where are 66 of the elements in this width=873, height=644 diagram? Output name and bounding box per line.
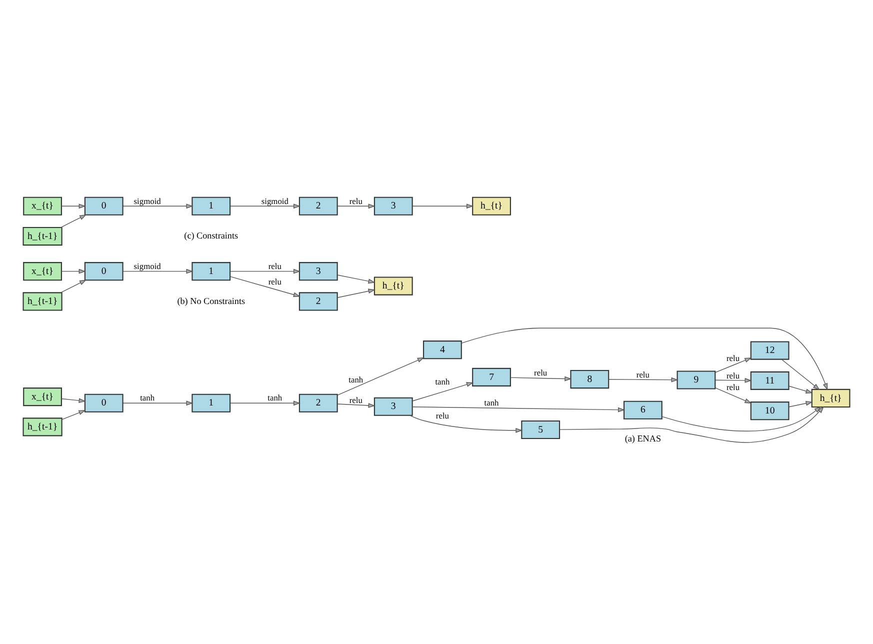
node-box: 1 — [192, 262, 231, 280]
node-box: 12 — [750, 340, 790, 360]
node-box: 2 — [298, 393, 338, 412]
arrow — [122, 203, 194, 208]
arrow — [781, 358, 820, 390]
node-box: h_{t-1} — [22, 226, 62, 246]
arrow — [61, 398, 86, 402]
label: (b) No Constraints — [177, 295, 246, 306]
node-box: 10 — [750, 401, 790, 420]
arrow — [230, 268, 301, 274]
arrow — [788, 400, 813, 407]
arrow — [230, 400, 301, 406]
arrow — [662, 406, 822, 431]
arrow — [337, 402, 376, 408]
node-box: h_{t} — [374, 276, 413, 295]
arrow — [337, 274, 376, 284]
node-box: 8 — [570, 370, 610, 388]
arrow — [412, 382, 474, 401]
arrow — [60, 279, 87, 292]
arrow — [61, 203, 86, 208]
node-box: x_{t} — [23, 196, 62, 215]
arrow — [337, 288, 376, 298]
arrow — [714, 387, 752, 403]
node-box: h_{t} — [472, 196, 511, 215]
arrow — [62, 410, 86, 420]
arrow — [61, 268, 86, 274]
arrow — [337, 356, 424, 395]
node-box: 3 — [374, 196, 413, 215]
label: (a) ENAS — [624, 432, 662, 443]
arrow — [230, 276, 300, 297]
arrow — [714, 357, 752, 372]
arrow — [461, 327, 828, 390]
node-box: 0 — [84, 393, 124, 412]
arrow — [608, 376, 678, 382]
node-box: 3 — [298, 262, 338, 280]
arrow — [510, 376, 572, 381]
node-box: 3 — [374, 396, 413, 416]
node-box: 2 — [298, 292, 338, 310]
arrow — [412, 406, 626, 412]
arrow — [337, 203, 376, 208]
node-box: x_{t} — [23, 262, 62, 280]
node-box: h_{t-1} — [22, 417, 62, 436]
arrow — [410, 414, 523, 432]
node-box: 0 — [84, 262, 124, 280]
node-box: h_{t} — [811, 388, 850, 407]
node-box: h_{t-1} — [22, 292, 62, 310]
arrow — [559, 406, 824, 442]
node-box: 11 — [750, 370, 790, 390]
node-box: 5 — [521, 420, 560, 439]
node-box: 0 — [84, 196, 124, 215]
node-box: 1 — [192, 393, 231, 412]
arrow — [412, 203, 474, 208]
arrow — [122, 268, 194, 274]
node-box: 6 — [624, 400, 662, 419]
node-box: 9 — [676, 370, 716, 389]
arrow — [122, 400, 194, 406]
arrow — [788, 385, 813, 393]
arrow — [230, 203, 301, 208]
arrow — [60, 214, 87, 228]
node-box: 4 — [423, 340, 462, 359]
node-box: 2 — [298, 196, 338, 215]
arrow — [714, 378, 752, 382]
node-box: 7 — [472, 367, 511, 386]
node-box: 1 — [192, 196, 231, 215]
node-box: x_{t} — [23, 387, 62, 406]
label: (c) Constraints — [184, 230, 238, 240]
